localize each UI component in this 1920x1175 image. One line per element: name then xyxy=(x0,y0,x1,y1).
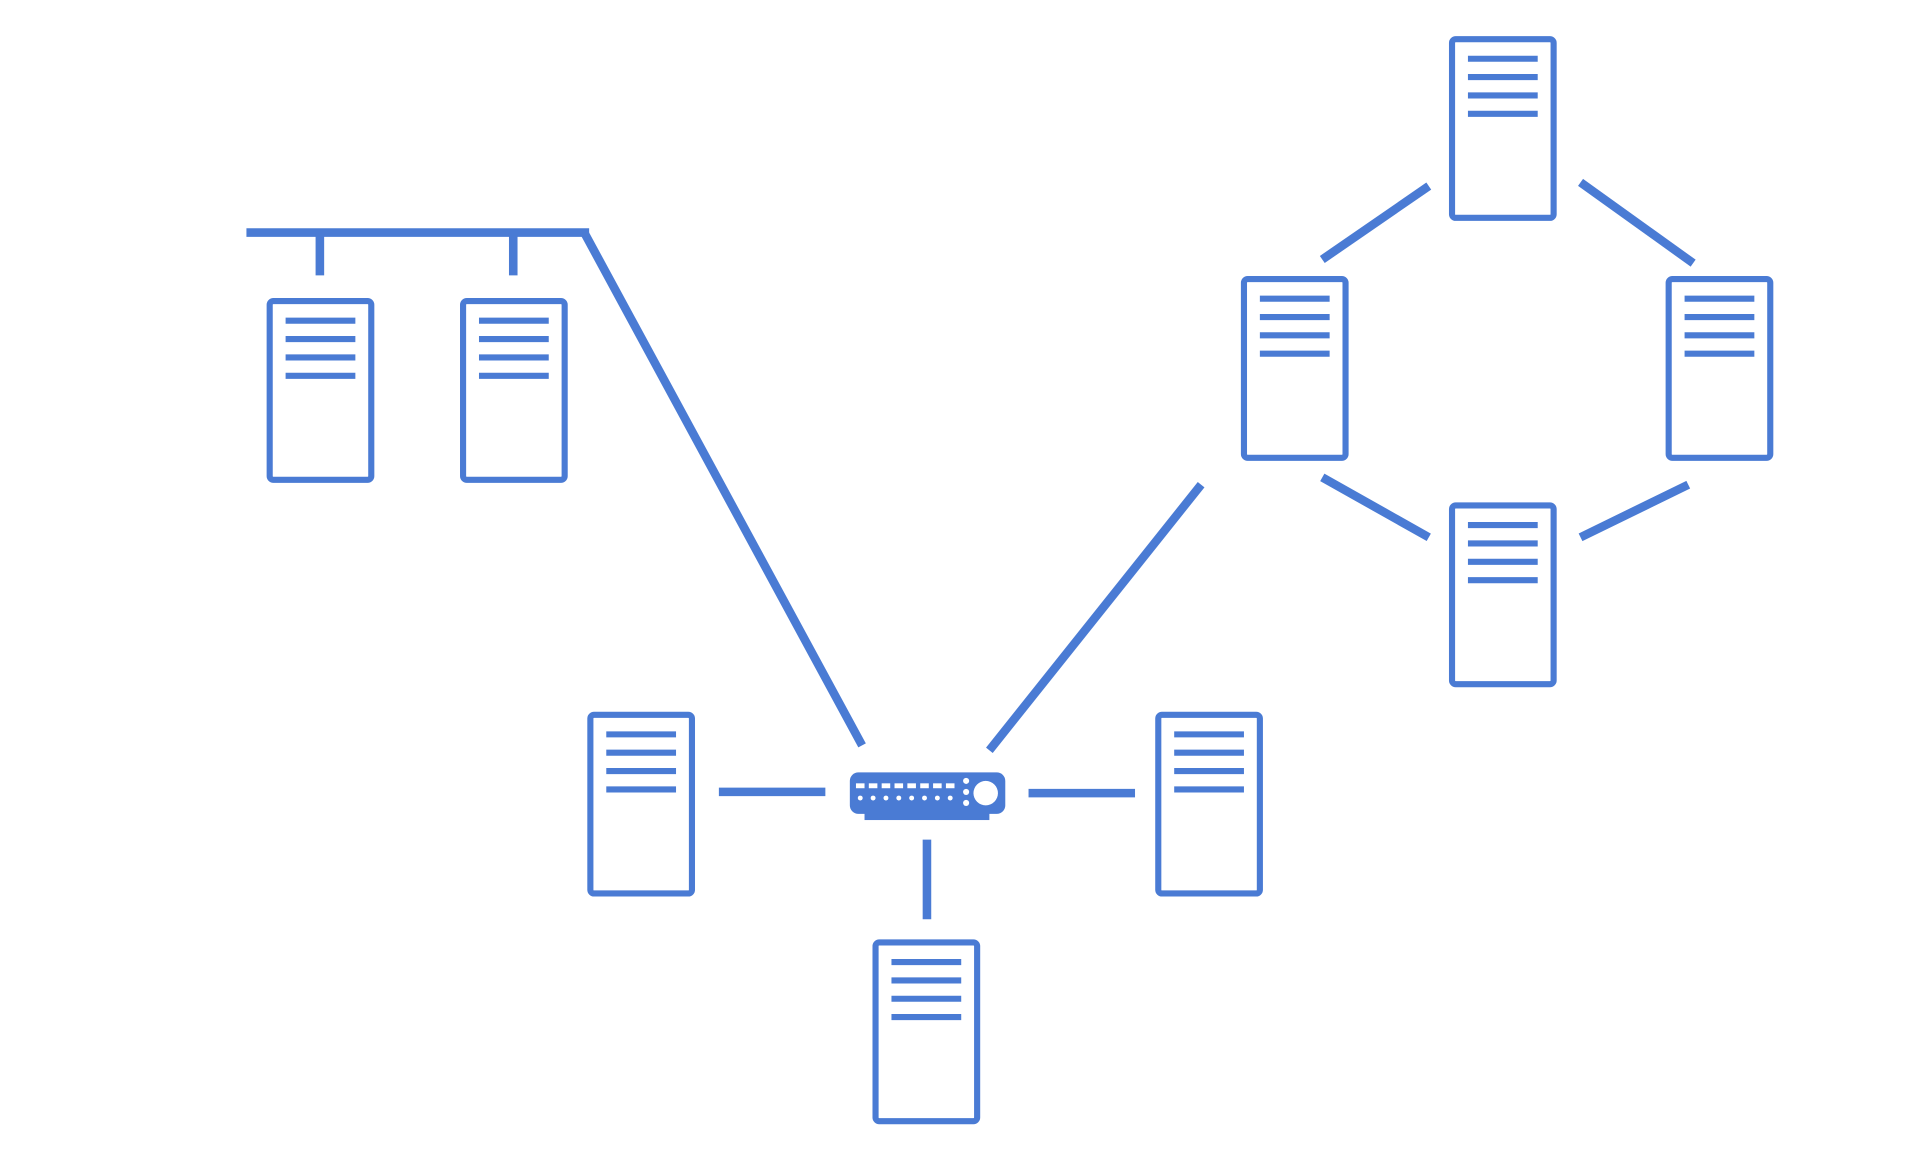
bus-server-1 xyxy=(266,298,375,483)
server-icon xyxy=(872,939,981,1125)
star-server-left xyxy=(587,711,696,897)
server-icon xyxy=(587,711,696,897)
server-icon xyxy=(460,298,568,483)
nodes xyxy=(266,36,1774,1125)
links xyxy=(246,178,1696,920)
ring-server-top xyxy=(1448,36,1557,221)
ring-server-left xyxy=(1240,276,1349,461)
ring-link xyxy=(1320,473,1431,542)
ring-server-right xyxy=(1665,276,1774,461)
switch-to-ring-link xyxy=(986,482,1205,753)
ring-link xyxy=(1319,182,1432,264)
server-icon xyxy=(1448,502,1557,688)
ring-link xyxy=(1578,480,1691,542)
server-icon xyxy=(1240,276,1349,461)
bus-server-2 xyxy=(460,298,568,483)
ring-link xyxy=(1578,178,1696,267)
bus-to-switch-link xyxy=(580,230,866,748)
server-icon xyxy=(1448,36,1557,221)
star-server-bottom xyxy=(872,939,981,1125)
server-icon xyxy=(1155,711,1263,897)
server-icon xyxy=(1665,276,1774,461)
star-server-right xyxy=(1155,711,1263,897)
ring-server-bottom xyxy=(1448,502,1557,688)
network-switch-icon xyxy=(849,772,1006,821)
server-icon xyxy=(266,298,375,483)
